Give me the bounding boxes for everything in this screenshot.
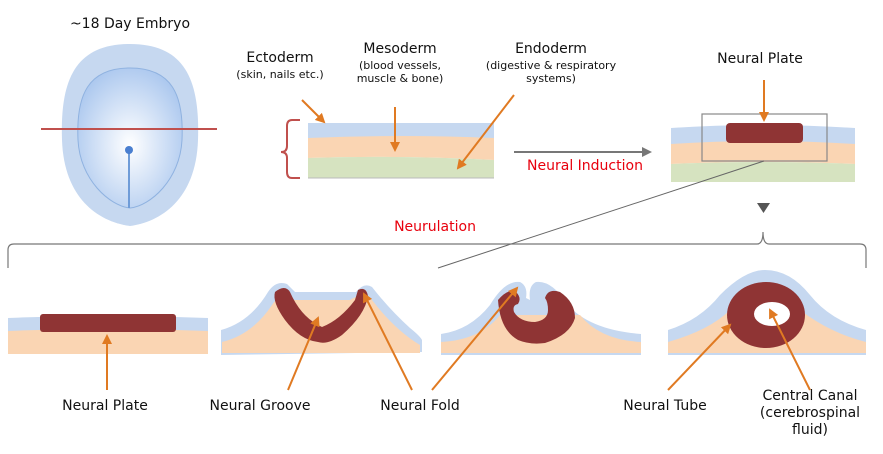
stage-label-neural-groove: Neural Groove: [209, 398, 311, 414]
ectoderm-label: Ectoderm: [246, 50, 314, 66]
endoderm-layer: [308, 156, 494, 178]
stage-neural-plate: [8, 314, 208, 390]
embryo-title: ~18 Day Embryo: [69, 16, 191, 32]
endoderm-desc-1: (digestive & respiratory: [485, 59, 617, 72]
stage-label-neural-fold: Neural Fold: [380, 398, 460, 414]
neural-plate-top-illustration: [437, 80, 855, 269]
endoderm-arrow: [456, 94, 515, 170]
zoom-connector: [437, 160, 765, 269]
mesoderm-desc-2: muscle & bone): [356, 72, 444, 85]
stage-neural-fold: [431, 281, 641, 391]
stage-neural-tube: [667, 270, 866, 391]
ectoderm-arrow: [301, 99, 326, 124]
neural-induction-label: Neural Induction: [527, 158, 643, 174]
stage-label-central-canal-3: fluid): [792, 422, 828, 438]
neurulation-label: Neurulation: [394, 219, 476, 235]
stage-label-neural-tube: Neural Tube: [623, 398, 707, 414]
endoderm-label: Endoderm: [515, 41, 587, 57]
mesoderm-layer: [308, 136, 494, 160]
mesoderm-label: Mesoderm: [363, 41, 437, 57]
stage-neural-groove: [221, 283, 422, 391]
stage-label-central-canal-1: Central Canal: [762, 388, 858, 404]
stage-label-neural-plate: Neural Plate: [62, 398, 148, 414]
mesoderm-desc-1: (blood vessels,: [358, 59, 442, 72]
neurulation-bracket: [7, 231, 867, 268]
red-bracket: [280, 119, 300, 179]
ectoderm-desc: (skin, nails etc.): [236, 68, 324, 81]
down-triangle-icon: [757, 203, 770, 213]
primitive-node: [125, 146, 133, 154]
embryo-illustration: [41, 44, 217, 226]
neural-plate-top-label: Neural Plate: [717, 51, 803, 67]
endoderm-desc-2: systems): [526, 72, 576, 85]
germ-layers: [280, 94, 515, 179]
neural-plate-block: [726, 123, 803, 143]
stage-label-central-canal-2: (cerebrospinal: [759, 405, 861, 421]
